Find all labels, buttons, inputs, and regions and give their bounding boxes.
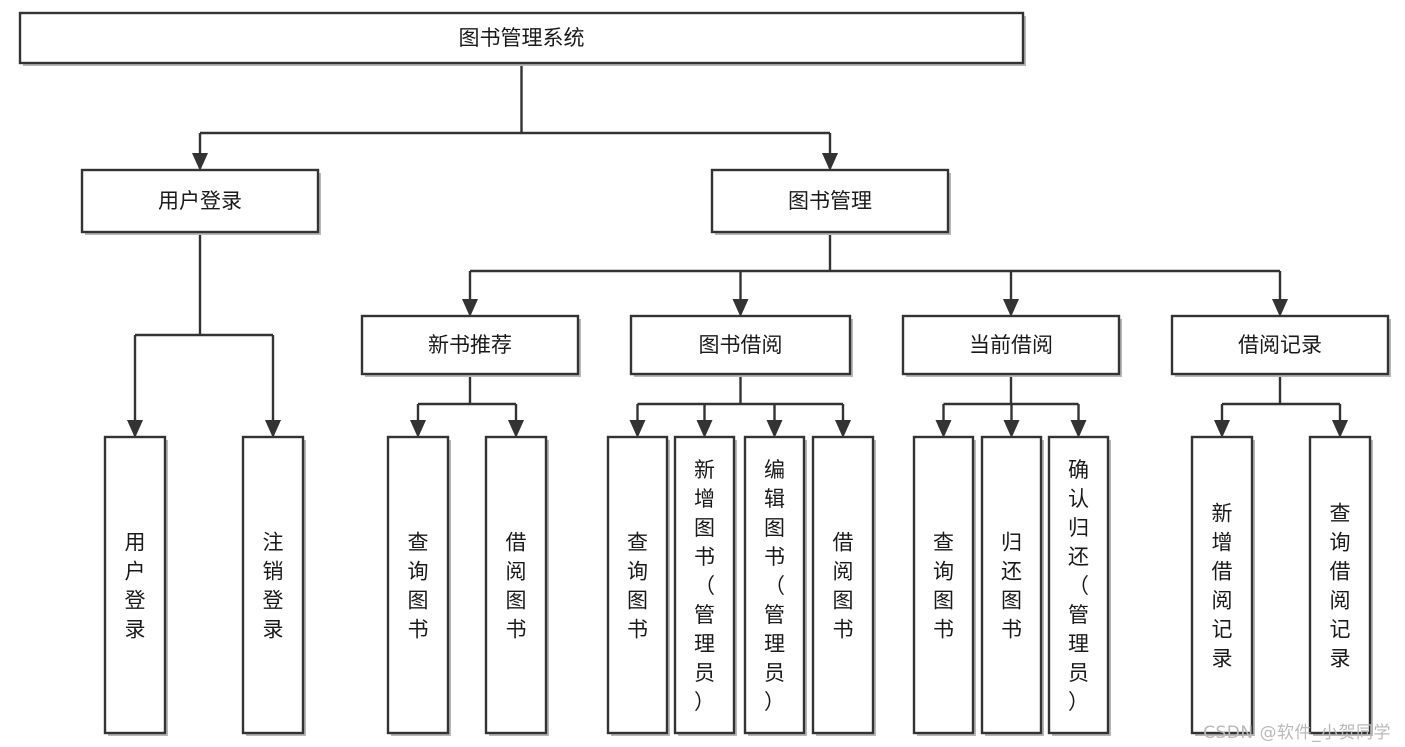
node-rect[interactable]: [484, 435, 548, 735]
node-rect[interactable]: [710, 168, 950, 234]
arrow-head-icon: [265, 420, 281, 438]
arrow-head-icon: [410, 420, 426, 438]
arrow-head-icon: [835, 420, 851, 438]
node-leaf-borrow-book-b[interactable]: 借阅图书: [811, 435, 876, 736]
node-leaf-query-record[interactable]: 查询借阅记录: [1308, 435, 1373, 736]
node-label: 归还图书: [1001, 531, 1022, 642]
node-leaf-confirm-return[interactable]: 确认归还（管理员）: [1047, 435, 1111, 736]
arrow-head-icon: [696, 420, 713, 438]
arrow-head-icon: [1272, 299, 1288, 317]
arrow-head-icon: [1332, 420, 1348, 438]
node-label: 注销登录: [263, 531, 284, 642]
connector-layer: [127, 63, 1348, 438]
node-rect[interactable]: [386, 435, 450, 735]
node-rect[interactable]: [360, 314, 580, 376]
node-label: 用户登录: [125, 531, 146, 642]
node-leaf-borrow-book-rec[interactable]: 借阅图书: [484, 435, 549, 736]
node-leaf-query-book-c[interactable]: 查询图书: [912, 435, 976, 736]
arrow-head-icon: [192, 153, 208, 171]
node-user-login[interactable]: 用户登录: [80, 168, 321, 235]
node-label: 查询图书: [933, 531, 954, 642]
arrow-head-icon: [1214, 420, 1230, 438]
connector-group-user-login: [127, 232, 281, 438]
node-leaf-query-book-b[interactable]: 查询图书: [606, 435, 670, 736]
connector-group-new-book-rec: [410, 374, 524, 438]
arrow-head-icon: [822, 153, 838, 171]
node-label: 借阅图书: [506, 531, 527, 642]
node-book-manage[interactable]: 图书管理: [710, 168, 951, 235]
connector-group-book-borrow: [629, 374, 851, 438]
arrow-head-icon: [732, 299, 749, 317]
node-book-borrow[interactable]: 图书借阅: [629, 314, 853, 377]
node-label: 查询借阅记录: [1330, 502, 1351, 671]
arrow-head-icon: [935, 420, 952, 438]
node-rect[interactable]: [1308, 435, 1372, 735]
node-label: 新增借阅记录: [1212, 502, 1233, 671]
node-label: 借阅记录: [1238, 333, 1322, 357]
node-rect[interactable]: [80, 168, 320, 234]
node-label: 借阅图书: [833, 531, 854, 642]
arrow-head-icon: [127, 420, 143, 438]
arrow-head-icon: [1070, 420, 1087, 438]
connector-group-book-manage: [462, 232, 1288, 317]
node-label: 图书管理系统: [459, 26, 585, 50]
node-label: 图书借阅: [699, 333, 783, 357]
node-rect[interactable]: [103, 435, 167, 735]
node-borrow-record[interactable]: 借阅记录: [1170, 314, 1391, 377]
node-leaf-add-book[interactable]: 新增图书（管理员）: [673, 435, 737, 736]
arrow-head-icon: [1003, 299, 1019, 317]
node-rect[interactable]: [606, 435, 669, 735]
node-leaf-edit-book[interactable]: 编辑图书（管理员）: [743, 435, 807, 736]
node-label: 新书推荐: [428, 333, 512, 357]
node-rect[interactable]: [811, 435, 875, 735]
arrow-head-icon: [766, 420, 783, 438]
node-rect[interactable]: [241, 435, 305, 735]
node-rect[interactable]: [912, 435, 975, 735]
connector-group-borrow-record: [1214, 374, 1348, 438]
arrow-head-icon: [629, 420, 646, 438]
node-rect[interactable]: [980, 435, 1043, 735]
arrow-head-icon: [1003, 420, 1020, 438]
node-leaf-user-login[interactable]: 用户登录: [103, 435, 168, 736]
node-current-borrow[interactable]: 当前借阅: [901, 314, 1122, 377]
node-root[interactable]: 图书管理系统: [18, 11, 1026, 66]
node-leaf-query-book-rec[interactable]: 查询图书: [386, 435, 451, 736]
node-label: 查询图书: [627, 531, 648, 642]
node-rect[interactable]: [1047, 435, 1110, 735]
node-label: 用户登录: [158, 189, 242, 213]
node-rect[interactable]: [1170, 314, 1390, 376]
node-leaf-return-book[interactable]: 归还图书: [980, 435, 1044, 736]
node-rect[interactable]: [673, 435, 736, 735]
node-label: 新增图书（管理员）: [694, 458, 715, 714]
node-leaf-add-record[interactable]: 新增借阅记录: [1190, 435, 1255, 736]
arrow-head-icon: [508, 420, 524, 438]
node-rect[interactable]: [629, 314, 852, 376]
node-rect[interactable]: [901, 314, 1121, 376]
node-label: 确认归还（管理员）: [1068, 458, 1089, 714]
node-label: 查询图书: [408, 531, 429, 642]
node-rect[interactable]: [18, 11, 1025, 65]
arrow-head-icon: [462, 299, 478, 317]
node-layer: 图书管理系统用户登录图书管理新书推荐图书借阅当前借阅借阅记录用户登录注销登录查询…: [18, 11, 1391, 736]
node-rect[interactable]: [1190, 435, 1254, 735]
connector-group-current-borrow: [935, 374, 1087, 438]
connector-group-root: [192, 63, 838, 171]
node-label: 编辑图书（管理员）: [764, 458, 785, 714]
node-leaf-logout[interactable]: 注销登录: [241, 435, 306, 736]
node-rect[interactable]: [743, 435, 806, 735]
node-label: 当前借阅: [969, 333, 1053, 357]
node-new-book-rec[interactable]: 新书推荐: [360, 314, 581, 377]
node-label: 图书管理: [788, 189, 872, 213]
